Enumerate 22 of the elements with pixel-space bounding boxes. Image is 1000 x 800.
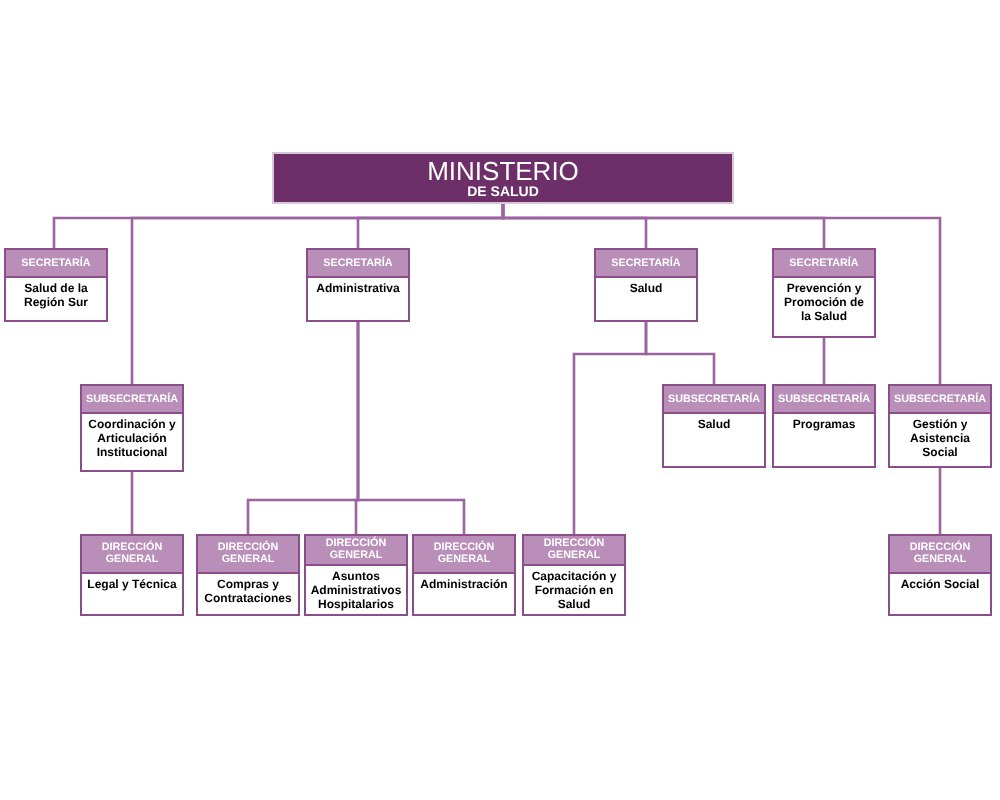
box-title: MINISTERIO — [427, 157, 579, 183]
connector-line — [501, 204, 942, 384]
connector-line — [822, 338, 826, 384]
org-box — [888, 534, 992, 616]
org-box — [772, 248, 876, 338]
org-box — [4, 248, 108, 322]
org-box — [80, 534, 184, 616]
ministry-box — [272, 152, 734, 204]
org-box — [522, 534, 626, 616]
connector-line — [130, 472, 134, 534]
connector-line — [644, 322, 716, 384]
connector-line — [938, 468, 942, 534]
org-box — [196, 534, 300, 616]
org-box — [306, 248, 410, 322]
connector-line — [356, 322, 466, 534]
org-box — [662, 384, 766, 468]
org-box — [772, 384, 876, 468]
org-box — [888, 384, 992, 468]
org-box — [594, 248, 698, 322]
org-box — [80, 384, 184, 472]
org-box — [304, 534, 408, 616]
org-box — [412, 534, 516, 616]
